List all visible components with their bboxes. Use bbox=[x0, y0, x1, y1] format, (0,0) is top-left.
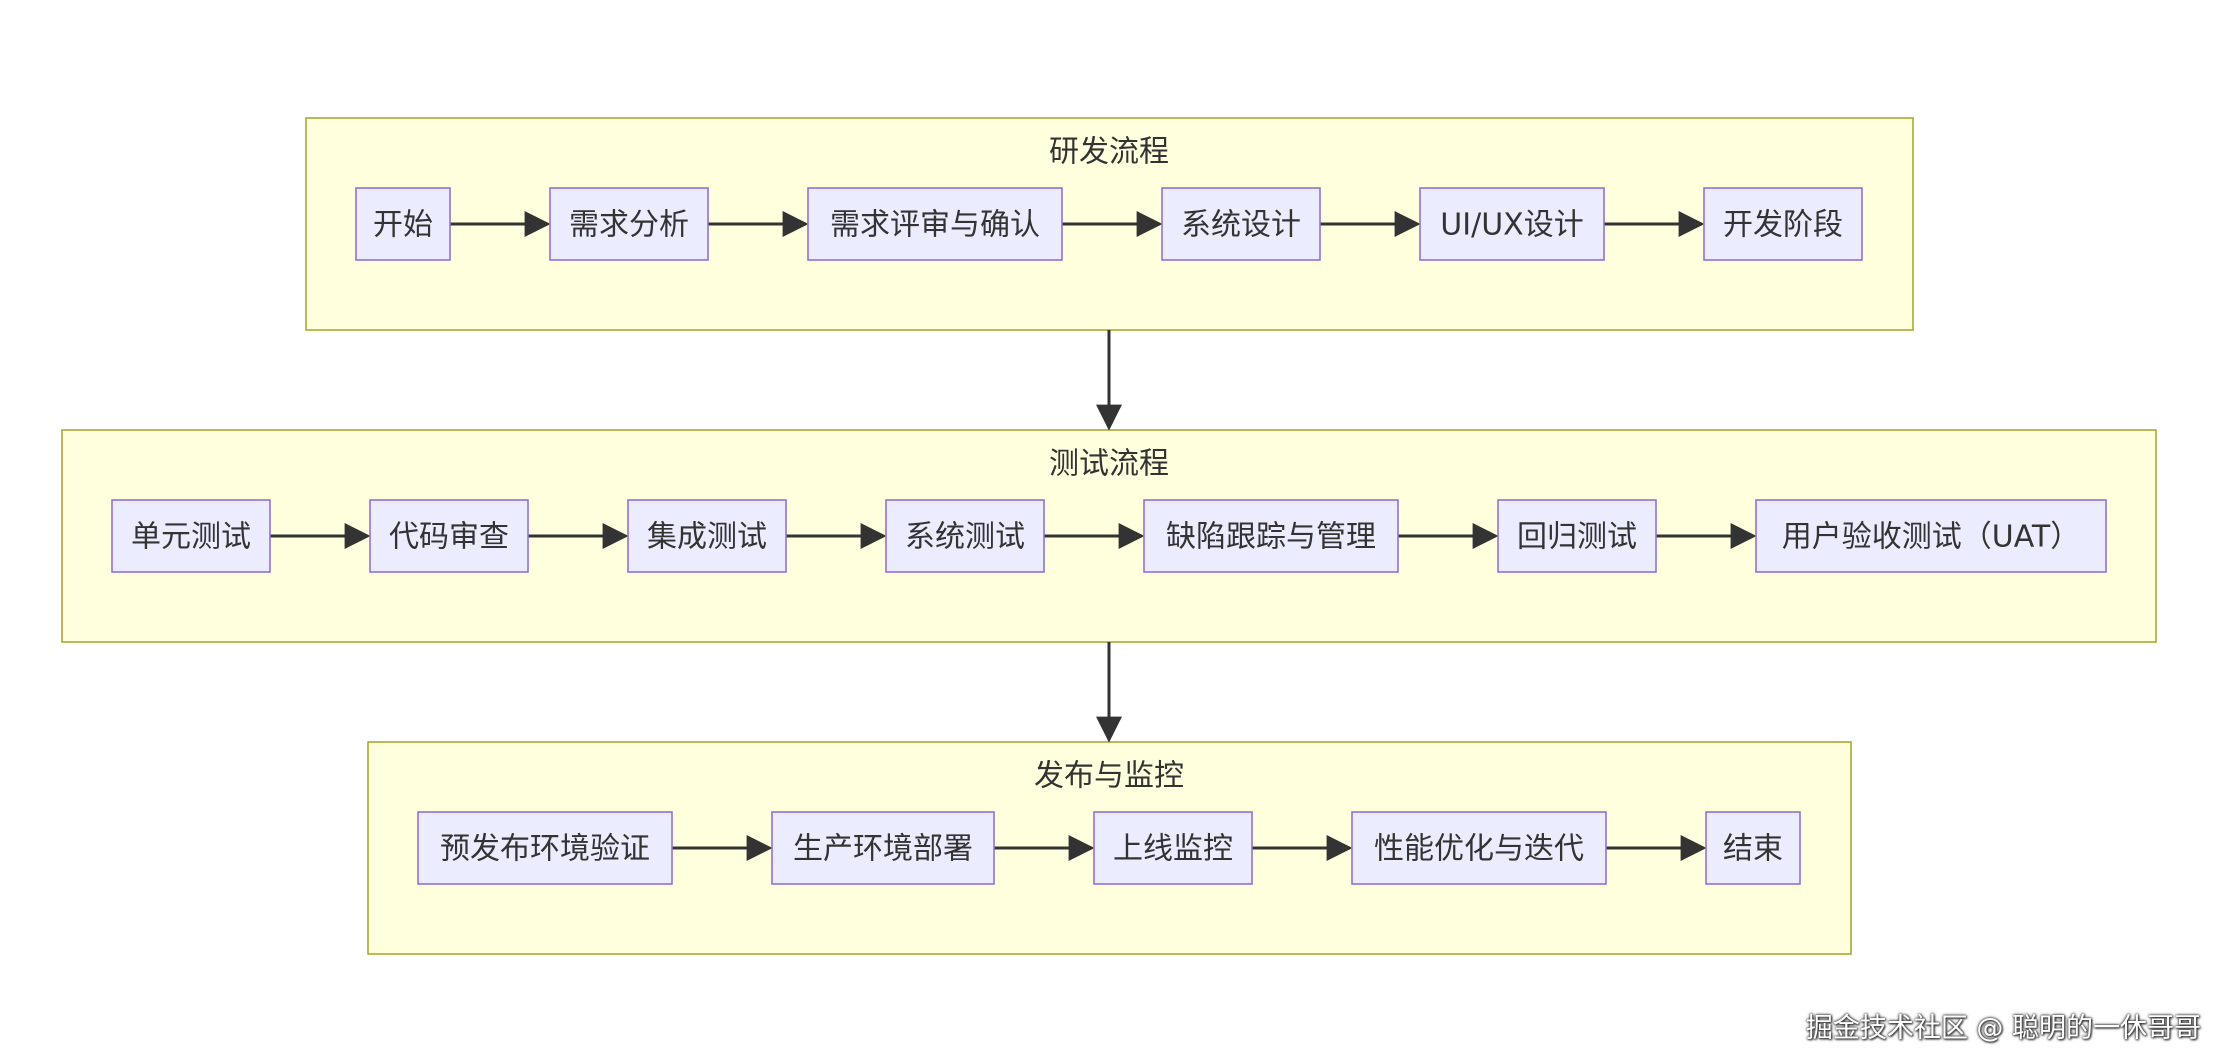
node-regression: 回归测试 bbox=[1497, 499, 1657, 573]
node-label: 系统设计 bbox=[1181, 208, 1301, 243]
node-integration: 集成测试 bbox=[627, 499, 787, 573]
watermark: 掘金技术社区 @ 聪明的一休哥哥 bbox=[1805, 1013, 2201, 1044]
node-box bbox=[1755, 499, 2107, 573]
node-label: 开始 bbox=[373, 208, 433, 243]
node-review: 需求评审与确认 bbox=[807, 187, 1063, 261]
node-box bbox=[1497, 499, 1657, 573]
node-label: 上线监控 bbox=[1113, 832, 1233, 867]
node-label: 需求评审与确认 bbox=[830, 208, 1040, 243]
node-label: 系统测试 bbox=[905, 520, 1025, 555]
node-label: 需求分析 bbox=[569, 208, 689, 243]
node-systest: 系统测试 bbox=[885, 499, 1045, 573]
node-box bbox=[771, 811, 995, 885]
node-box bbox=[1351, 811, 1607, 885]
node-box bbox=[355, 187, 451, 261]
node-label: 性能优化与迭代 bbox=[1374, 832, 1584, 867]
node-prerelease: 预发布环境验证 bbox=[417, 811, 673, 885]
node-label: 开发阶段 bbox=[1723, 208, 1843, 243]
node-uat: 用户验收测试（UAT） bbox=[1755, 499, 2107, 573]
node-box bbox=[885, 499, 1045, 573]
node-label: 生产环境部署 bbox=[793, 832, 973, 867]
node-box bbox=[549, 187, 709, 261]
node-devstage: 开发阶段 bbox=[1703, 187, 1863, 261]
node-label: 代码审查 bbox=[389, 520, 509, 555]
node-box bbox=[369, 499, 529, 573]
node-end: 结束 bbox=[1705, 811, 1801, 885]
cluster-title: 测试流程 bbox=[1049, 447, 1169, 482]
node-label: UI/UX设计 bbox=[1440, 208, 1583, 243]
node-deploy: 生产环境部署 bbox=[771, 811, 995, 885]
cluster-title: 发布与监控 bbox=[1034, 759, 1184, 794]
node-uiux: UI/UX设计 bbox=[1419, 187, 1605, 261]
node-box bbox=[1093, 811, 1253, 885]
node-sysdesign: 系统设计 bbox=[1161, 187, 1321, 261]
node-codereview: 代码审查 bbox=[369, 499, 529, 573]
node-label: 预发布环境验证 bbox=[440, 832, 650, 867]
node-label: 集成测试 bbox=[647, 520, 767, 555]
node-box bbox=[1143, 499, 1399, 573]
node-box bbox=[417, 811, 673, 885]
node-box bbox=[1705, 811, 1801, 885]
cluster-title: 研发流程 bbox=[1049, 135, 1169, 170]
node-box bbox=[1161, 187, 1321, 261]
node-box bbox=[807, 187, 1063, 261]
node-start: 开始 bbox=[355, 187, 451, 261]
node-monitor: 上线监控 bbox=[1093, 811, 1253, 885]
node-label: 结束 bbox=[1723, 832, 1783, 867]
node-label: 回归测试 bbox=[1517, 520, 1637, 555]
node-box bbox=[111, 499, 271, 573]
node-box bbox=[1703, 187, 1863, 261]
node-unit: 单元测试 bbox=[111, 499, 271, 573]
node-box bbox=[1419, 187, 1605, 261]
node-label: 单元测试 bbox=[131, 520, 251, 555]
node-label: 用户验收测试（UAT） bbox=[1782, 520, 2080, 555]
node-bugtrack: 缺陷跟踪与管理 bbox=[1143, 499, 1399, 573]
node-box bbox=[627, 499, 787, 573]
node-req: 需求分析 bbox=[549, 187, 709, 261]
node-optimize: 性能优化与迭代 bbox=[1351, 811, 1607, 885]
node-label: 缺陷跟踪与管理 bbox=[1166, 520, 1376, 555]
